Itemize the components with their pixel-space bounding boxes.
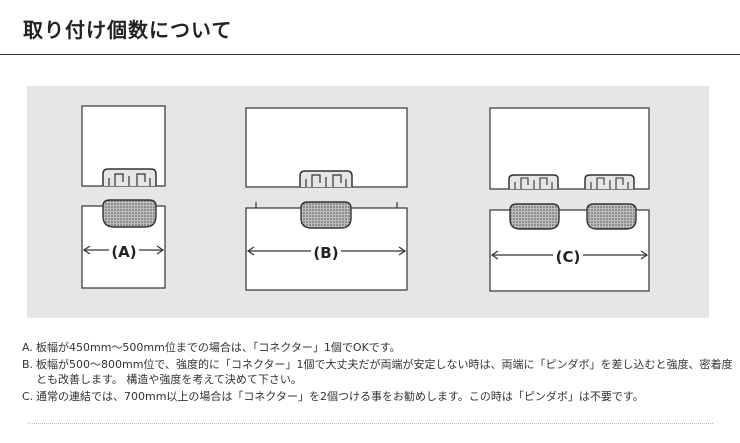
title-divider xyxy=(0,54,740,55)
dimension-label-b: (B) xyxy=(313,244,338,262)
connector-bottom-b xyxy=(300,201,352,229)
connector-diagram-svg: (A) (B) ( xyxy=(81,105,650,292)
note-letter: A. xyxy=(22,341,33,354)
dimension-label-c: (C) xyxy=(556,248,581,266)
page-title: 取り付け個数について xyxy=(23,18,233,42)
note-text: 通常の連結では、700mm以上の場合は「コネクター」を2個つける事をお勧めします… xyxy=(36,390,644,403)
note-text: 板幅が450mm〜500mm位までの場合は、「コネクター」1個でOKです。 xyxy=(36,341,401,354)
connector-bottom-a xyxy=(102,199,157,228)
note-letter: C. xyxy=(22,390,34,403)
note-letter: B. xyxy=(22,358,34,371)
notes-list: A. 板幅が450mm〜500mm位までの場合は、「コネクター」1個でOKです。… xyxy=(22,340,737,404)
connector-diagram: (A) (B) ( xyxy=(27,86,709,318)
bottom-divider xyxy=(28,423,713,424)
note-b: B. 板幅が500〜800mm位で、強度的に「コネクター」1個で大丈夫だが両端が… xyxy=(22,357,737,387)
diagram-a: (A) xyxy=(81,105,166,289)
note-c: C. 通常の連結では、700mm以上の場合は「コネクター」を2個つける事をお勧め… xyxy=(22,389,737,404)
dimension-label-a: (A) xyxy=(111,243,136,261)
connector-bottom-c-right xyxy=(586,203,637,230)
connector-bottom-c-left xyxy=(509,203,560,230)
note-text: 板幅が500〜800mm位で、強度的に「コネクター」1個で大丈夫だが両端が安定し… xyxy=(36,358,733,386)
diagram-c: (C) xyxy=(489,107,650,292)
diagram-b: (B) xyxy=(245,107,408,291)
note-a: A. 板幅が450mm〜500mm位までの場合は、「コネクター」1個でOKです。 xyxy=(22,340,737,355)
